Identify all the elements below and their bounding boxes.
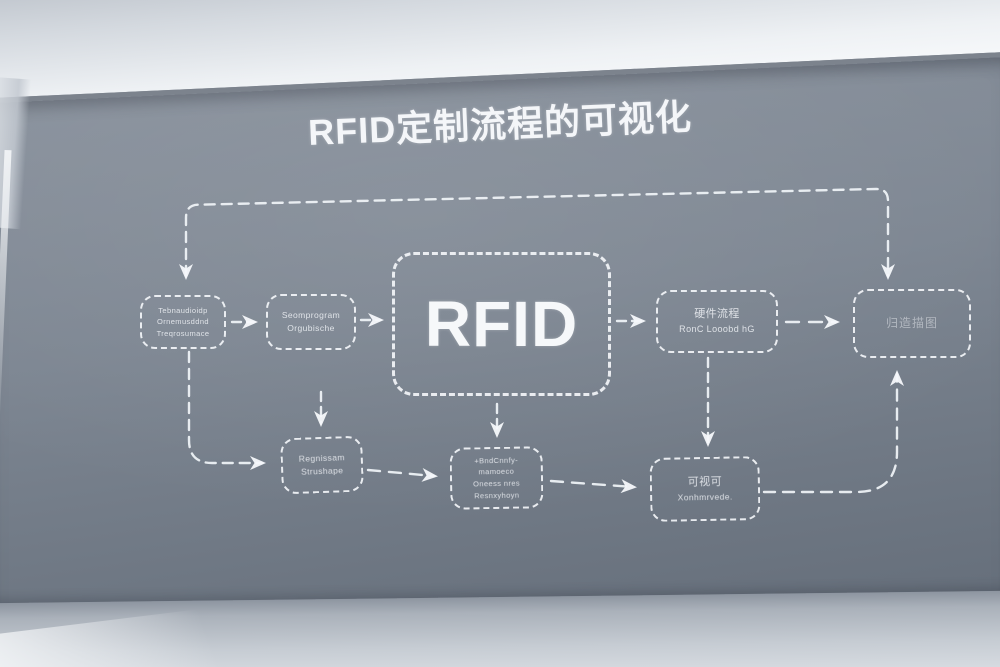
node-request-line: Strushape <box>300 465 344 477</box>
node-hardware-line: RonC Looobd hG <box>679 323 755 334</box>
node-hardware: 硬件流程 RonC Looobd hG <box>656 290 778 353</box>
node-assembly-line: Oneess nres <box>473 478 521 489</box>
node-request: Regnissam Strushape <box>280 435 364 495</box>
node-review-line: 可视可 <box>687 475 723 489</box>
node-assembly-line: +BndCnnfy- <box>474 455 519 465</box>
node-assembly-line: mamoeco <box>478 466 515 477</box>
node-input-line: Ornemusddnd <box>157 317 209 327</box>
node-input-line: Tebnaudioidp <box>158 305 208 315</box>
node-output-line: 归造描图 <box>885 316 938 330</box>
edge-input-request <box>187 350 266 470</box>
node-assembly: +BndCnnfy- mamoeco Oneess nres Resnxyhoy… <box>449 446 544 510</box>
node-hardware-line: 硬件流程 <box>694 308 740 320</box>
node-input: Tebnaudioidp Ornemusddnd Treqrosumace <box>140 295 226 349</box>
node-assembly-line: Resnxyhoyn <box>474 490 520 501</box>
node-program: Seomprogram Orgubische <box>266 294 356 350</box>
node-review: 可视可 Xonhmrvede. <box>649 456 761 522</box>
whiteboard <box>0 30 1000 647</box>
node-request-line: Regnissam <box>298 452 345 465</box>
node-output: 归造描图 <box>853 289 971 358</box>
node-program-line: Seomprogram <box>281 310 341 321</box>
node-program-line: Orgubische <box>287 323 335 333</box>
edge-top-loop <box>179 187 895 280</box>
edge-request-assembly <box>366 467 438 482</box>
node-review-line: Xonhmrvede. <box>677 491 733 503</box>
node-input-line: Treqrosumace <box>156 328 210 338</box>
edge-review-output <box>762 370 904 494</box>
rfid-label: RFID <box>424 288 579 360</box>
edge-assembly-review <box>549 479 637 494</box>
node-rfid: RFID <box>392 252 611 396</box>
